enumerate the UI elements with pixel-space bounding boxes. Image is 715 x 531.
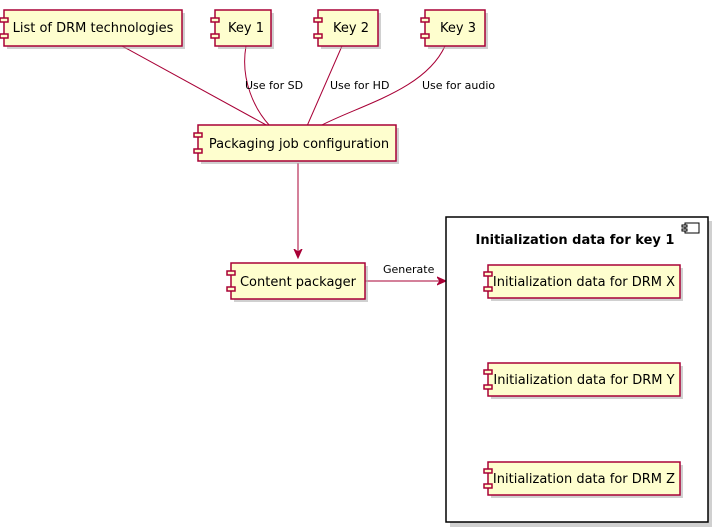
component-key2-label: Key 2 (333, 21, 369, 36)
component-key3[interactable]: Key 3 (420, 9, 488, 49)
component-key2[interactable]: Key 2 (313, 9, 381, 49)
component-content-packager-label: Content packager (240, 275, 357, 290)
component-key1[interactable]: Key 1 (210, 9, 274, 49)
edge-label-use-for-hd: Use for HD (330, 79, 389, 92)
component-init-drm-z[interactable]: Initialization data for DRM Z (483, 461, 683, 498)
component-key1-label: Key 1 (228, 21, 264, 36)
edge-key1-to-config (244, 45, 271, 127)
edge-label-use-for-audio: Use for audio (422, 79, 495, 92)
component-drm-list-label: List of DRM technologies (13, 21, 174, 36)
component-key3-label: Key 3 (440, 21, 476, 36)
edge-drm-list-to-config (121, 45, 269, 127)
edge-label-use-for-sd: Use for SD (245, 79, 303, 92)
component-init-drm-x[interactable]: Initialization data for DRM X (483, 264, 683, 301)
component-drm-list[interactable]: List of DRM technologies (0, 9, 185, 49)
component-init-drm-x-label: Initialization data for DRM X (493, 275, 675, 290)
edge-key2-to-config (306, 45, 343, 127)
component-content-packager[interactable]: Content packager (226, 262, 368, 302)
component-packaging-config[interactable]: Packaging job configuration (193, 124, 399, 164)
component-init-drm-z-label: Initialization data for DRM Z (493, 472, 675, 487)
component-init-drm-y-label: Initialization data for DRM Y (493, 373, 674, 388)
component-init-drm-y[interactable]: Initialization data for DRM Y (483, 362, 683, 399)
component-packaging-config-label: Packaging job configuration (209, 137, 389, 152)
edge-label-generate: Generate (383, 263, 435, 276)
container-title: Initialization data for key 1 (476, 233, 675, 248)
container-component-icon (681, 222, 700, 234)
edge-key3-to-config (319, 45, 446, 127)
